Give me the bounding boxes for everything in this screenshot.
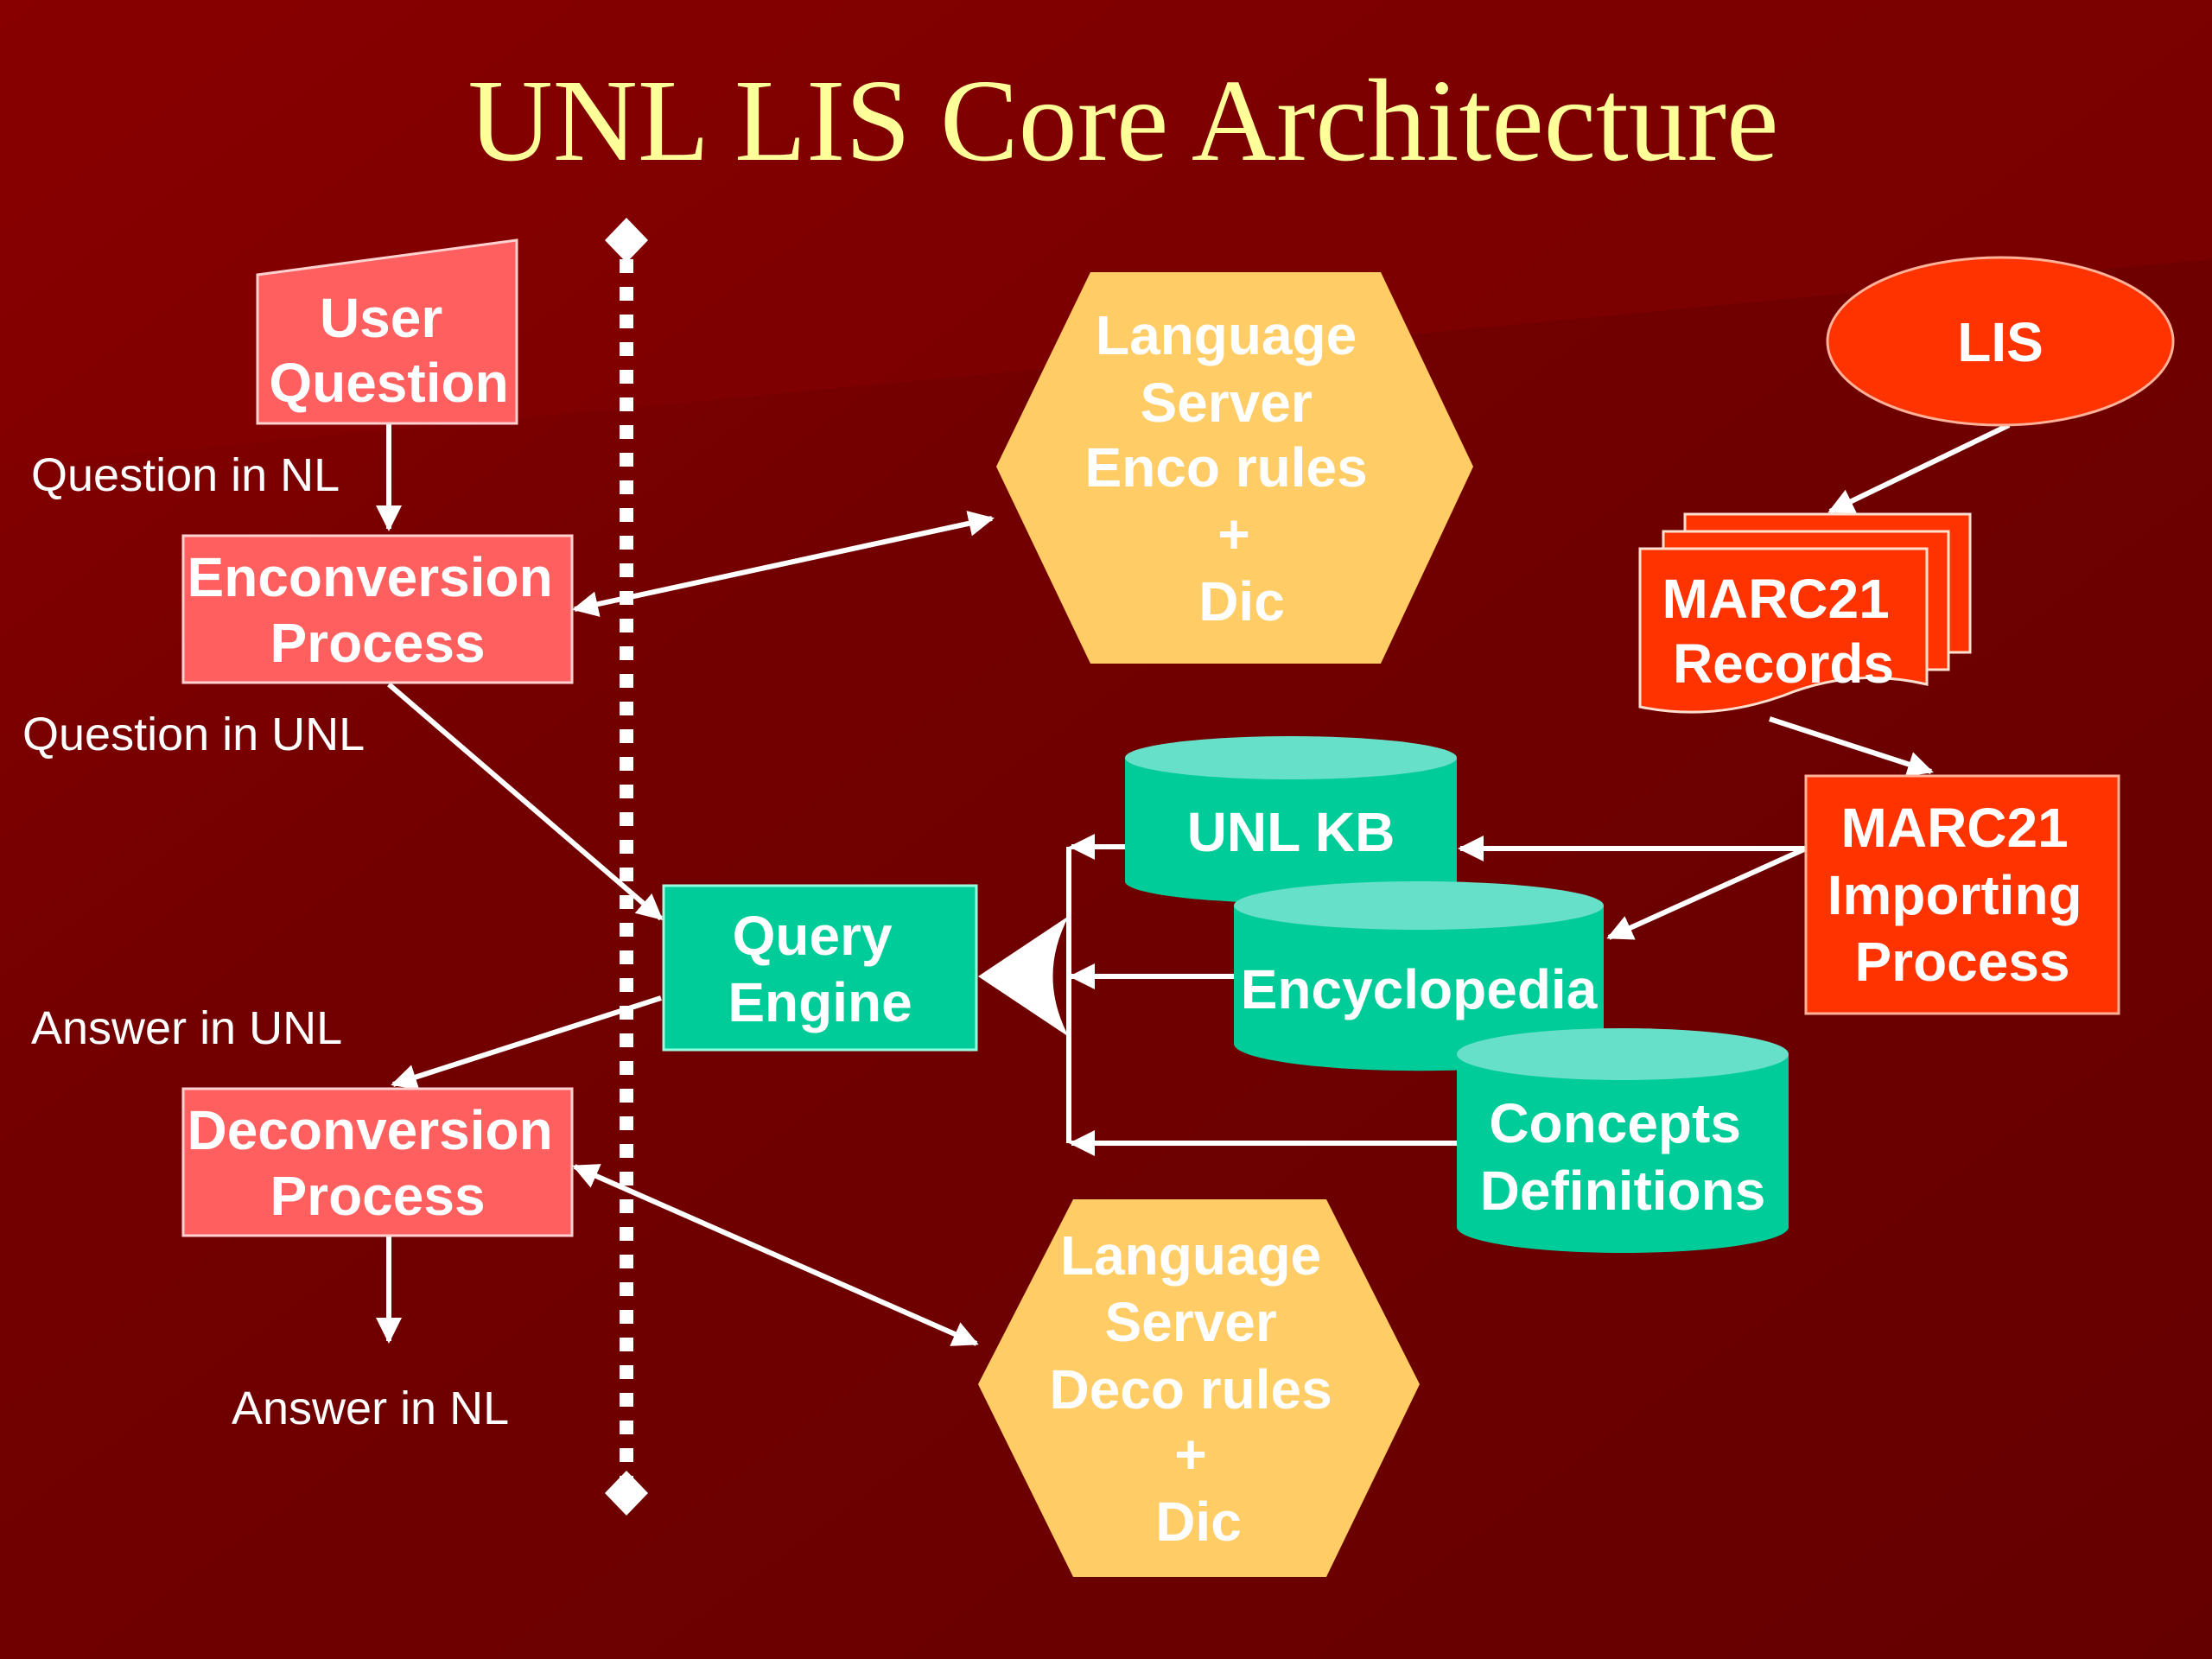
label-question-in-nl: Question in NL — [31, 449, 340, 501]
language-server-deco-line-5: Dic — [1155, 1491, 1242, 1553]
slide-title: UNL LIS Core Architecture — [468, 56, 1779, 186]
encyclopedia-database: Encyclopedia — [1234, 881, 1604, 1071]
arrow-lis-to-records — [1827, 423, 2011, 514]
concepts-definitions-line-2: Definitions — [1480, 1160, 1766, 1222]
svg-text:Language Server De: Language Server Deco rules + Dic — [1049, 1224, 1347, 1553]
lis-label: LIS — [1957, 311, 2044, 373]
marc21-importing-line-2: Importing — [1827, 864, 2082, 926]
label-answer-in-nl: Answer in NL — [232, 1382, 509, 1434]
concepts-definitions-line-1: Concepts — [1489, 1092, 1741, 1154]
svg-text:MARC21 Importing P: MARC21 Importing Process — [1827, 797, 2098, 993]
arrow-deconversion-language-server — [572, 1164, 979, 1346]
language-server-enco-node: Language Server Enco rules + Dic — [996, 272, 1473, 664]
enconversion-line-1: Enconversion — [188, 546, 553, 608]
language-server-enco-line-3: Enco rules — [1085, 436, 1368, 499]
deconversion-line-1: Deconversion — [187, 1099, 552, 1161]
arrow-records-to-importing — [1769, 716, 1934, 777]
language-server-enco-line-4: + — [1217, 503, 1249, 565]
arrow-enconversion-language-server — [572, 511, 995, 617]
svg-text:Deconversion Process: Deconversion Process — [187, 1099, 568, 1227]
encyclopedia-label: Encyclopedia — [1241, 958, 1598, 1020]
marc21-importing-line-3: Process — [1854, 931, 2069, 993]
enconversion-line-2: Process — [270, 612, 485, 674]
svg-text:Enconversion Process: Enconversion Process — [188, 546, 569, 674]
svg-text:Concepts Definitions: Concepts Definitions — [1480, 1092, 1766, 1222]
query-engine-line-2: Engine — [728, 971, 912, 1033]
query-engine-line-1: Query — [733, 905, 893, 967]
arrow-importing-to-encyclopedia — [1606, 846, 1808, 940]
lis-node: LIS — [1826, 256, 2175, 427]
language-server-deco-node: Language Server Deco rules + Dic — [978, 1199, 1420, 1577]
unl-kb-label: UNL KB — [1187, 801, 1395, 863]
svg-text:MARC21 Records: MARC21 Records — [1662, 568, 1905, 695]
language-server-deco-line-3: Deco rules — [1049, 1358, 1332, 1421]
slide-background-band — [0, 0, 2212, 467]
divider-bottom-diamond — [605, 1471, 648, 1516]
arrow-query-engine-to-deconversion — [391, 995, 662, 1090]
unl-kb-database: UNL KB — [1125, 736, 1457, 903]
query-engine-node: Query Engine — [662, 884, 978, 1052]
user-question-node: User Question — [256, 238, 518, 425]
deconversion-line-2: Process — [270, 1165, 485, 1227]
svg-text:User Question: User Question — [269, 287, 508, 414]
user-question-line-1: User — [320, 287, 442, 349]
arrow-enconversion-to-query-engine — [387, 682, 664, 921]
language-server-enco-line-1: Language — [1096, 304, 1357, 366]
marc21-importing-process-node: MARC21 Importing Process — [1804, 774, 2120, 1015]
language-server-deco-line-4: + — [1174, 1423, 1206, 1485]
label-question-in-unl: Question in UNL — [22, 709, 365, 760]
arrow-bracket-to-query-engine — [978, 916, 1069, 1037]
language-server-enco-line-5: Dic — [1198, 570, 1285, 632]
marc21-records-node: MARC21 Records — [1638, 512, 1972, 714]
label-answer-in-unl: Answer in UNL — [31, 1002, 342, 1054]
marc21-records-line-1: MARC21 — [1662, 568, 1890, 630]
concepts-definitions-database: Concepts Definitions — [1457, 1028, 1789, 1253]
deconversion-process-node: Deconversion Process — [181, 1087, 574, 1237]
language-server-enco-line-2: Server — [1140, 372, 1312, 434]
svg-text:Language Server En: Language Server Enco rules + Dic — [1085, 304, 1383, 632]
svg-text:Query Engine: Query Engine — [728, 905, 912, 1033]
marc21-importing-line-1: MARC21 — [1841, 797, 2069, 859]
language-server-deco-line-2: Server — [1104, 1291, 1276, 1353]
divider-top-diamond — [605, 218, 648, 263]
marc21-records-line-2: Records — [1673, 632, 1894, 695]
enconversion-process-node: Enconversion Process — [181, 534, 574, 684]
language-server-deco-line-1: Language — [1060, 1224, 1321, 1287]
user-question-line-2: Question — [269, 352, 508, 414]
